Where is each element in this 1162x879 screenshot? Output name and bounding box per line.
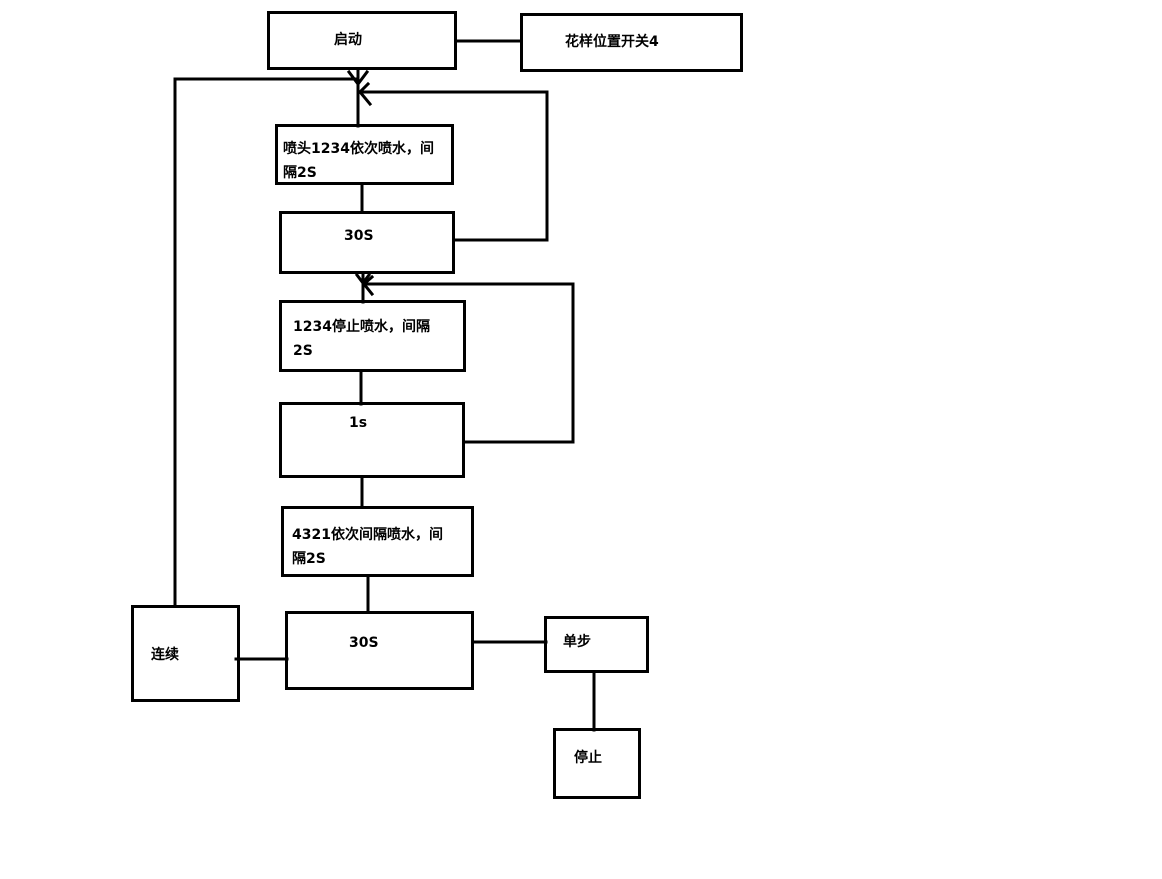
node-wait-1s	[279, 402, 465, 478]
label-spray-4321: 4321依次间隔喷水，间 隔2S	[292, 527, 443, 567]
label-stop: 停止	[574, 750, 602, 766]
arrowhead-start-in	[346, 69, 370, 87]
label-continuous: 连续	[151, 647, 179, 663]
arrowhead-loop2	[361, 274, 375, 297]
node-wait-30s-bottom	[285, 611, 474, 690]
arrowhead-loop1	[357, 81, 373, 107]
node-stop-1234	[279, 300, 466, 372]
node-spray-1234	[275, 124, 454, 185]
label-wait-30s-top: 30S	[344, 228, 374, 244]
node-continuous	[131, 605, 240, 702]
node-wait-30s-top	[279, 211, 455, 274]
label-start: 启动	[334, 32, 362, 48]
node-single-step	[544, 616, 649, 673]
label-wait-1s: 1s	[349, 415, 368, 431]
label-spray-1234: 喷头1234依次喷水，间 隔2S	[283, 141, 434, 181]
node-start	[267, 11, 457, 70]
label-pattern-switch: 花样位置开关4	[565, 34, 659, 50]
label-stop-1234: 1234停止喷水，间隔 2S	[293, 319, 430, 359]
label-single-step: 单步	[563, 634, 591, 650]
node-pattern-switch	[520, 13, 743, 72]
node-stop	[553, 728, 641, 799]
label-wait-30s-bottom: 30S	[349, 635, 379, 651]
node-spray-4321	[281, 506, 474, 577]
